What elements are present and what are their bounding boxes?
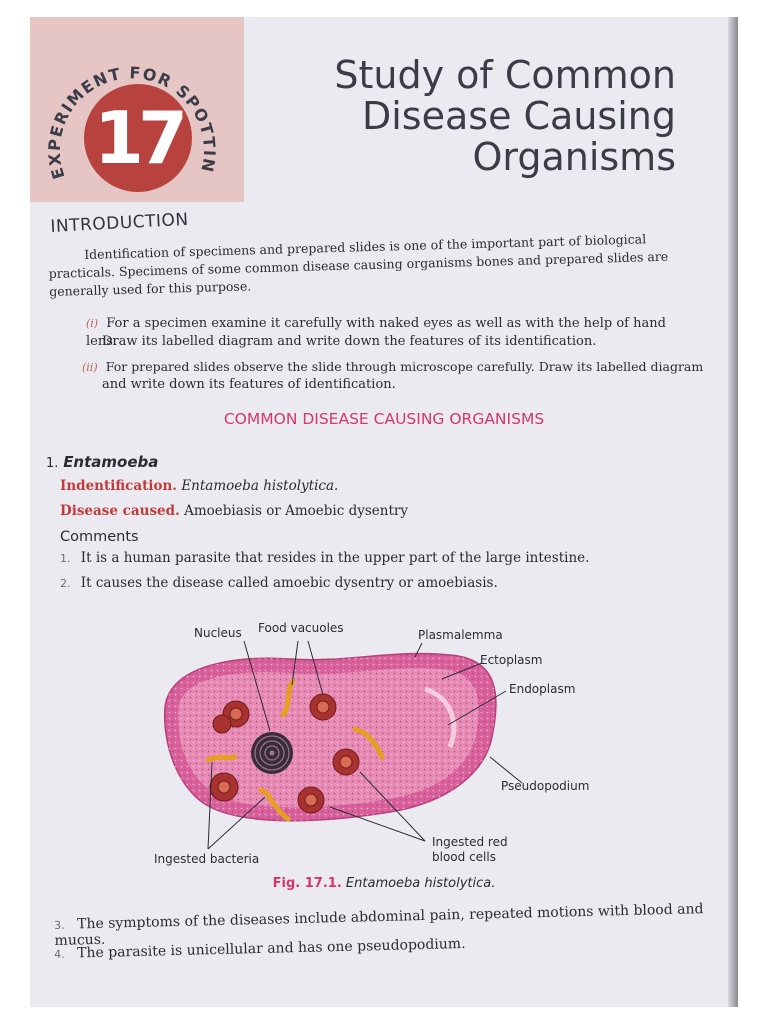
list-marker: (i): [86, 317, 99, 330]
figure-title: Entamoeba histolytica.: [345, 876, 496, 891]
comment-number: 1.: [60, 552, 71, 565]
comment-item: 1. It is a human parasite that resides i…: [60, 550, 589, 566]
identification-row: Indentification. Entamoeba histolytica.: [60, 478, 338, 494]
label-food-vacuoles: Food vacuoles: [258, 621, 344, 635]
experiment-number: 17: [84, 84, 192, 192]
disease-row: Disease caused. Amoebiasis or Amoebic dy…: [60, 503, 408, 519]
comment-item: 2. It causes the disease called amoebic …: [60, 575, 498, 591]
book-spine-edge: [728, 17, 738, 1007]
label-nucleus: Nucleus: [194, 626, 242, 640]
title-line-2: Disease Causing: [361, 94, 676, 138]
comment-number: 2.: [60, 577, 71, 590]
organism-heading: 1. Entamoeba: [46, 453, 158, 471]
intro-list-item: (i) For a specimen examine it carefully …: [86, 315, 686, 351]
endoplasm-highlight: [424, 686, 457, 748]
label-pseudopodium: Pseudopodium: [501, 779, 589, 793]
list-text: For a specimen examine it carefully with…: [86, 316, 666, 349]
label-ectoplasm: Ectoplasm: [480, 653, 542, 667]
intro-list-item-cont: and write down its features of identific…: [102, 376, 702, 394]
intro-list-item: (ii) For prepared slides observe the sli…: [82, 358, 722, 377]
bacteria: [205, 678, 385, 822]
list-text: and write down its features of identific…: [102, 377, 396, 392]
comment-text: It causes the disease called amoebic dys…: [80, 575, 498, 591]
comment-text: It is a human parasite that resides in t…: [80, 550, 590, 566]
figure-caption: Fig. 17.1. Entamoeba histolytica.: [30, 876, 738, 891]
list-text: Draw its labelled diagram and write down…: [102, 334, 597, 349]
food-vacuoles: [209, 693, 360, 814]
identification-value: Entamoeba histolytica.: [181, 478, 339, 494]
organism-number: 1.: [46, 456, 59, 471]
title-line-1: Study of Common: [334, 53, 676, 97]
list-marker: (ii): [82, 361, 98, 374]
introduction-text: Identification of specimens and prepared…: [48, 231, 669, 299]
identification-label: Indentification.: [60, 478, 178, 494]
label-plasmalemma: Plasmalemma: [418, 628, 503, 642]
introduction-heading: INTRODUCTION: [50, 209, 190, 237]
section-heading: COMMON DISEASE CAUSING ORGANISMS: [223, 410, 545, 428]
cell-granules: [164, 653, 496, 821]
comment-number: 4.: [54, 947, 65, 961]
comments-heading: Comments: [60, 529, 139, 545]
disease-label: Disease caused.: [60, 503, 180, 519]
label-ingested-rbc-line1: Ingested red: [432, 835, 508, 849]
page-title: Study of Common Disease Causing Organism…: [334, 55, 676, 178]
intro-list-item-cont: Draw its labelled diagram and write down…: [102, 333, 702, 351]
organism-name: Entamoeba: [63, 453, 159, 471]
label-ingested-rbc-line2: blood cells: [432, 850, 496, 864]
nucleus: [251, 732, 293, 774]
book-page: EXPERIMENT FOR SPOTTING 17 Study of Comm…: [30, 17, 738, 1007]
entamoeba-diagram: Nucleus Food vacuoles Plasmalemma Ectopl…: [154, 621, 589, 866]
leader-lines: [207, 640, 523, 850]
disease-value: Amoebiasis or Amoebic dysentry: [184, 503, 408, 519]
introduction-paragraph: Identification of specimens and prepared…: [48, 229, 689, 301]
comment-number: 3.: [54, 918, 65, 932]
title-line-3: Organisms: [472, 135, 676, 179]
list-text: For prepared slides observe the slide th…: [105, 359, 704, 374]
label-ingested-bacteria: Ingested bacteria: [154, 852, 259, 866]
label-endoplasm: Endoplasm: [509, 682, 575, 696]
figure-number: Fig. 17.1.: [272, 876, 342, 891]
